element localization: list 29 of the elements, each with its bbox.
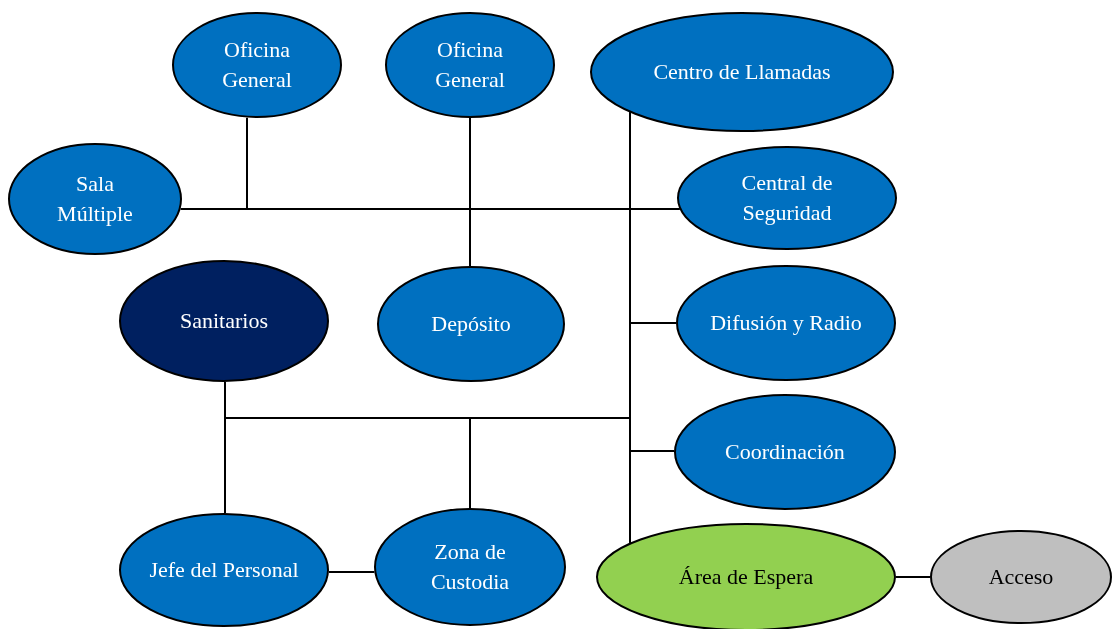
- node-label: Depósito: [430, 310, 512, 338]
- ellipse-node: [590, 12, 894, 132]
- ellipse-node: [377, 266, 565, 382]
- connector-line: [629, 111, 675, 452]
- ellipse-node: [172, 12, 342, 118]
- ellipse-node: [930, 530, 1112, 624]
- node-label: Difusión y Radio: [709, 309, 863, 337]
- node-label: Sanitarios: [179, 307, 269, 335]
- connector-line: [224, 381, 471, 509]
- ellipse-node: [385, 12, 555, 118]
- node-label: Sala Múltiple: [56, 170, 134, 228]
- node-label: Jefe del Personal: [148, 556, 300, 584]
- node-label: Central de Seguridad: [740, 169, 834, 227]
- node-label: Oficina General: [221, 36, 293, 94]
- node-label: Acceso: [987, 563, 1055, 591]
- ellipse-node: [8, 143, 182, 255]
- connector-line: [895, 576, 931, 578]
- ellipse-node: [374, 508, 566, 626]
- node-label: Centro de Llamadas: [652, 58, 832, 86]
- ellipse-node: [676, 265, 896, 381]
- node-label: Zona de Custodia: [429, 538, 511, 596]
- ellipse-node: [677, 146, 897, 250]
- connector-line: [469, 117, 471, 267]
- ellipse-node: [674, 394, 896, 510]
- node-label: Coordinación: [724, 438, 846, 466]
- node-label: Área de Espera: [677, 563, 815, 591]
- ellipse-node: [119, 260, 329, 382]
- ellipse-node: [119, 513, 329, 627]
- node-label: Oficina General: [434, 36, 506, 94]
